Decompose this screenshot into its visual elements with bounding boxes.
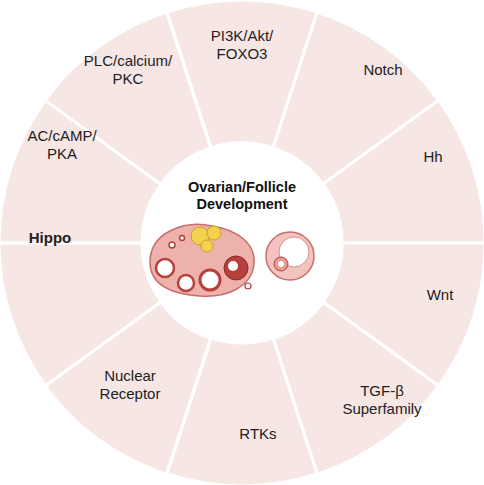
follicle (156, 259, 174, 277)
corpus-luteum (191, 227, 209, 245)
pathway-label: TGF-β Superfamily (332, 382, 432, 418)
follicle (169, 242, 175, 248)
segment-outline (323, 100, 484, 243)
antrum (228, 261, 238, 271)
pathway-segment: Hippo (0, 243, 161, 386)
ovary (150, 225, 254, 297)
pathway-label: PLC/calcium/ PKC (78, 52, 178, 88)
follicle (178, 275, 194, 291)
center-shape (144, 145, 340, 341)
ovary-body (150, 225, 254, 297)
pathway-label: PI3K/Akt/ FOXO3 (197, 27, 287, 63)
pathway-label: Hippo (10, 229, 90, 247)
pathway-label: Hh (393, 148, 473, 166)
follicle (200, 270, 220, 290)
antrum (279, 237, 309, 267)
follicle (245, 283, 251, 289)
follicle (224, 256, 248, 280)
pathway-segment: Hh (323, 100, 484, 243)
pathway-label: Notch (338, 61, 428, 79)
center-circle: Ovarian/Follicle Development (144, 145, 340, 341)
segment-shape (0, 243, 161, 386)
segment-outline (0, 243, 161, 386)
corpus-luteum (201, 240, 213, 252)
corpus-luteum (207, 226, 221, 240)
pathway-label: Nuclear Receptor (85, 367, 175, 403)
pathway-label: RTKs (218, 425, 298, 443)
oocyte (274, 257, 288, 271)
center-outline (144, 145, 340, 341)
segment-shape (323, 100, 484, 243)
single-follicle (266, 232, 314, 280)
segment-outline (45, 12, 211, 184)
follicle (180, 236, 185, 241)
center-title: Ovarian/Follicle Development (177, 179, 307, 213)
pathway-label: Wnt (400, 286, 480, 304)
follicle-wall (266, 232, 314, 280)
nucleus (278, 261, 284, 267)
pathway-label: AC/cAMP/ PKA (23, 127, 101, 163)
